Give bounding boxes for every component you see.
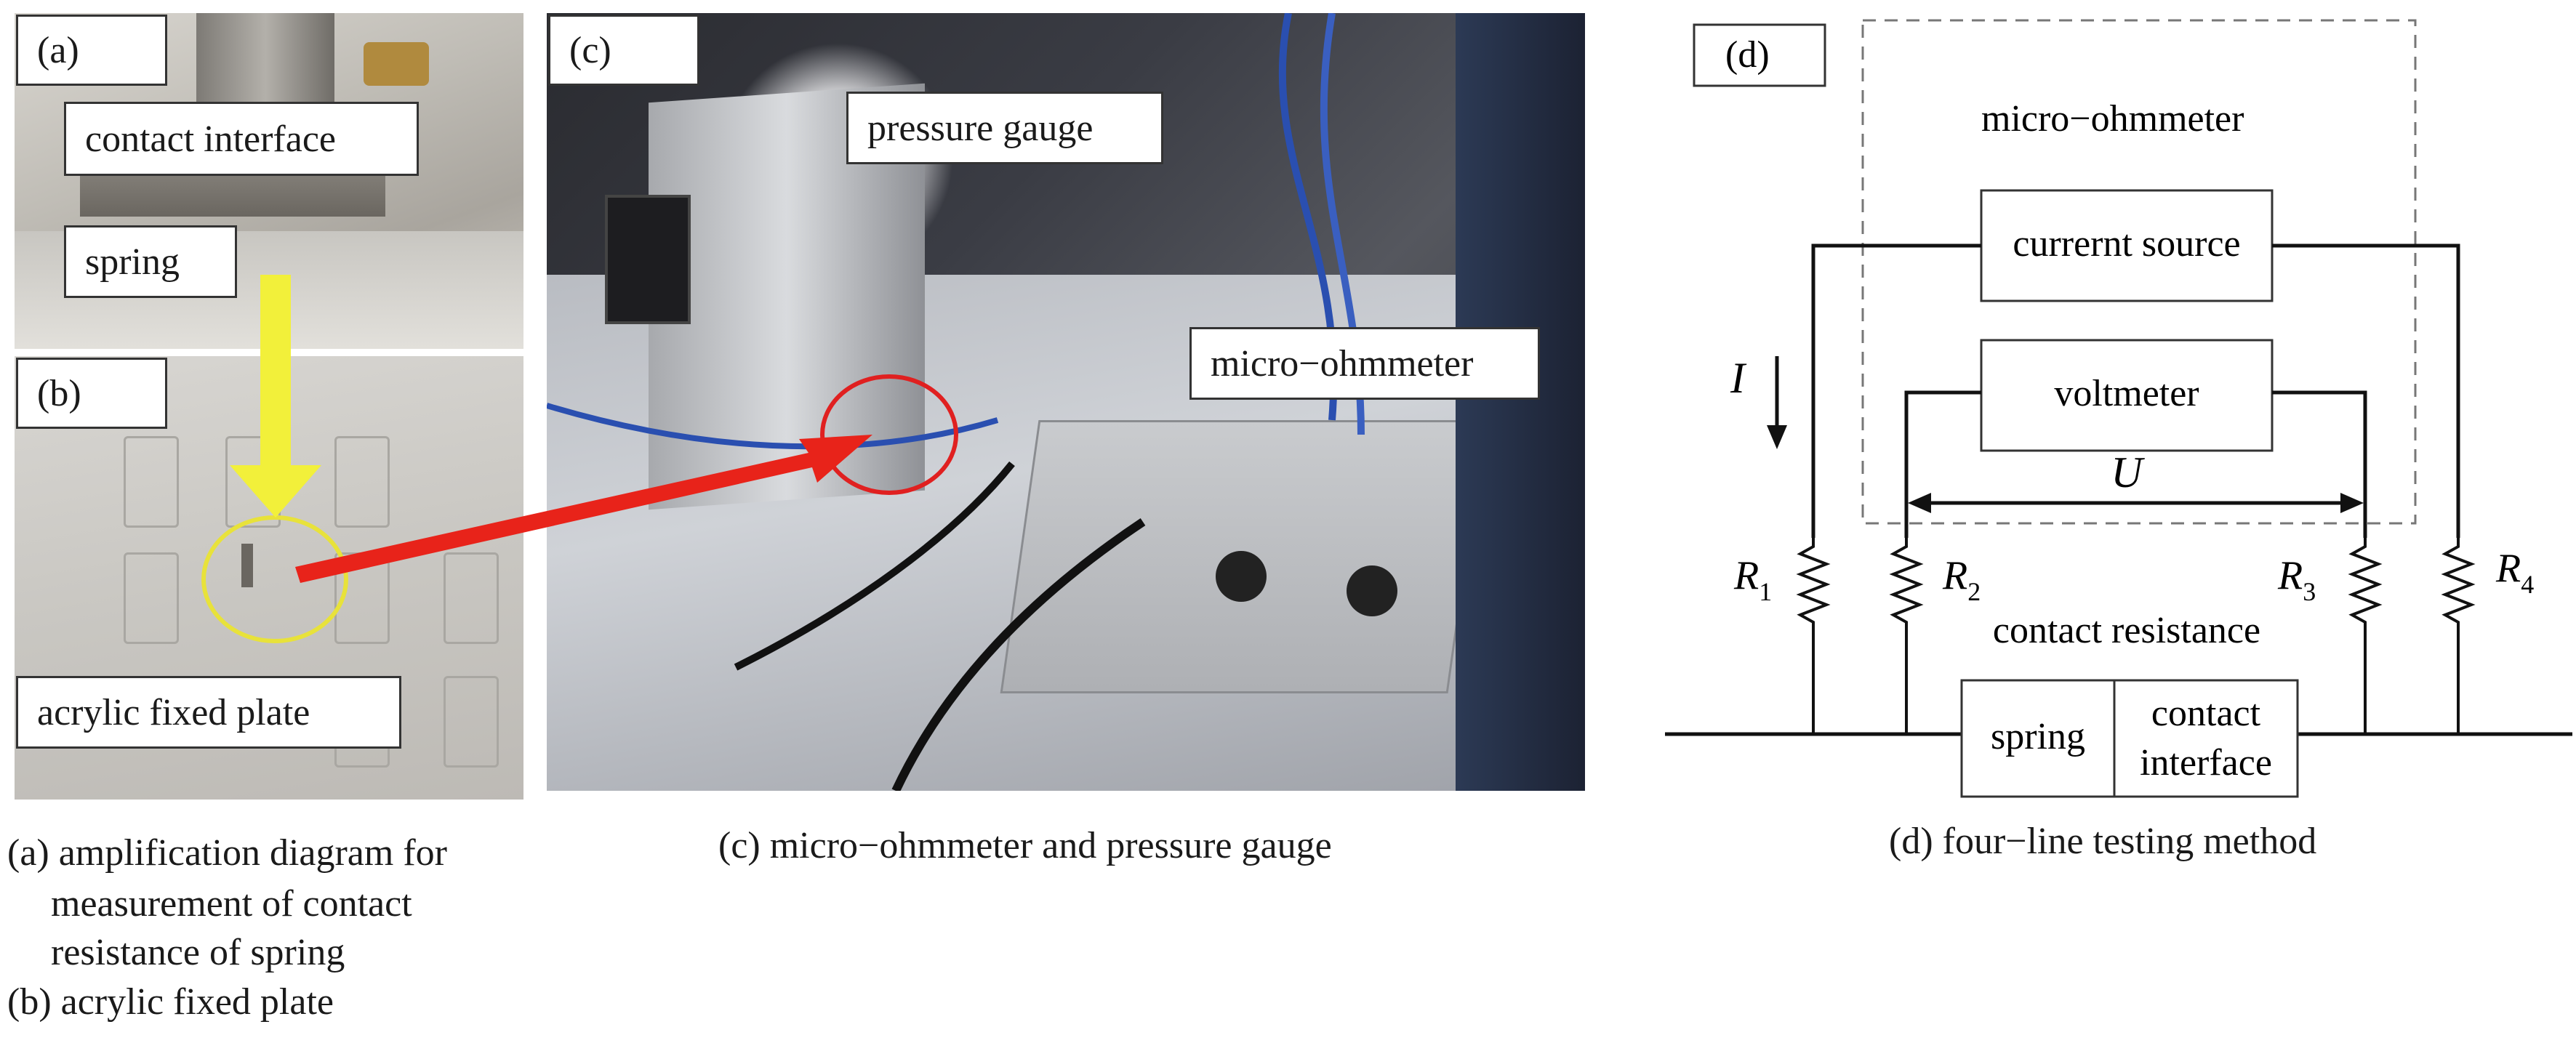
contact-interface-box	[2113, 679, 2299, 798]
r3-label: R3	[2277, 553, 2316, 606]
panel-c-tag: (c)	[548, 15, 699, 86]
rack-right	[1456, 13, 1585, 791]
panel-c-photo: (c) pressure gauge micro−ohmmeter	[547, 13, 1585, 791]
current-loop-left	[1811, 243, 1981, 538]
panel-b-tag: (b)	[16, 358, 167, 429]
spring-label: spring	[64, 225, 237, 298]
meter-display	[605, 195, 691, 324]
acrylic-fixed-plate-label: acrylic fixed plate	[16, 676, 401, 749]
caption-a-line2: measurement of contact	[51, 883, 412, 925]
bracket	[364, 42, 429, 86]
resistor-r4	[2441, 538, 2476, 734]
caption-a-line3: resistance of spring	[51, 932, 345, 973]
r4-label: R4	[2495, 546, 2534, 599]
micro-ohmmeter-label: micro−ohmmeter	[1189, 327, 1540, 400]
ohmmeter-knob	[1216, 551, 1267, 602]
plate-slot	[444, 552, 499, 644]
r2-label: R2	[1942, 553, 1981, 606]
current-arrow-head	[1767, 425, 1787, 449]
voltage-arrow-head-right	[2340, 493, 2364, 513]
contact-interface-line1: contact	[2151, 693, 2261, 734]
resistor-r1	[1796, 538, 1831, 734]
resistor-r2	[1889, 538, 1924, 734]
resistor-r3	[2348, 538, 2383, 734]
micro-ohmmeter-boundary	[1861, 19, 2417, 525]
contact-interface-label: contact interface	[64, 102, 419, 176]
contact-resistance-label: contact resistance	[1993, 610, 2260, 651]
caption-b: (b) acrylic fixed plate	[7, 981, 334, 1023]
spring-box-label: spring	[1991, 716, 2085, 757]
micro-ohmmeter-title: micro−ohmmeter	[1981, 98, 2244, 140]
spring-box	[1960, 679, 2116, 798]
caption-a-line1: (a) amplification diagram for	[7, 832, 447, 874]
plate-slot	[334, 552, 390, 644]
voltmeter-label: voltmeter	[2054, 373, 2199, 414]
panel-d-tag-box	[1693, 23, 1826, 87]
ohmmeter-knob	[1347, 565, 1397, 616]
pressure-gauge-label: pressure gauge	[846, 92, 1163, 164]
panel-d-tag: (d)	[1725, 34, 1770, 76]
cable	[891, 518, 1146, 791]
voltage-loop-left	[1904, 390, 1981, 538]
current-loop-right	[2272, 243, 2460, 538]
cable	[547, 403, 999, 450]
panel-a-tag: (a)	[16, 15, 167, 86]
current-symbol: I	[1730, 354, 1747, 402]
current-source-label: currernt source	[2013, 223, 2240, 265]
panel-a-photo: (a) contact interface spring	[15, 13, 523, 349]
caption-c: (c) micro−ohmmeter and pressure gauge	[718, 825, 1332, 866]
plate-slot	[124, 436, 179, 528]
panel-d-circuit: (d) micro−ohmmeter currernt source voltm…	[1665, 19, 2572, 798]
voltage-symbol: U	[2111, 448, 2145, 496]
r1-label: R1	[1733, 553, 1772, 606]
voltage-loop-right	[2272, 390, 2367, 538]
plate-slot	[444, 676, 499, 768]
plate-slot	[334, 436, 390, 528]
voltmeter-box	[1980, 339, 2274, 452]
plate-slot	[124, 552, 179, 644]
spring-sample	[241, 544, 253, 587]
caption-d: (d) four−line testing method	[1889, 821, 2317, 862]
contact-interface-line2: interface	[2140, 742, 2272, 784]
voltage-arrow-head-left	[1908, 493, 1931, 513]
cable	[734, 461, 1015, 671]
panel-b-photo: (b) acrylic fixed plate	[15, 356, 523, 800]
plate-slot	[225, 436, 281, 528]
